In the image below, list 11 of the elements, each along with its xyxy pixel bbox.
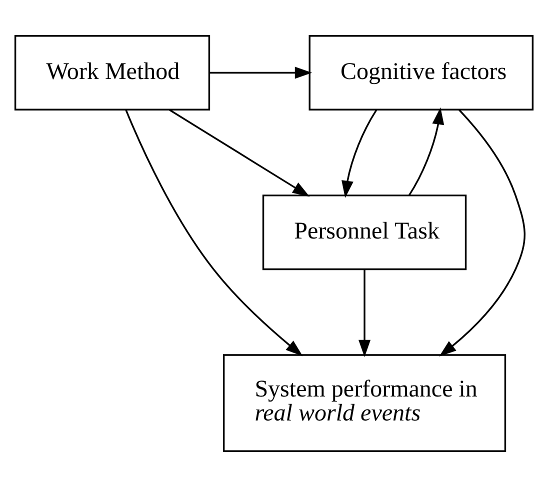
arrow (209, 66, 312, 79)
arrow (169, 109, 310, 197)
node-box: Cognitive factors (308, 35, 534, 110)
node-box: Work Method (14, 35, 210, 110)
arrow (439, 109, 526, 357)
arrow (358, 270, 371, 358)
arrow (125, 110, 303, 356)
arrow (408, 107, 444, 196)
arrow (342, 109, 378, 198)
node-box: System performance in real world events (222, 354, 506, 452)
node-box: Personnel Task (262, 194, 467, 270)
